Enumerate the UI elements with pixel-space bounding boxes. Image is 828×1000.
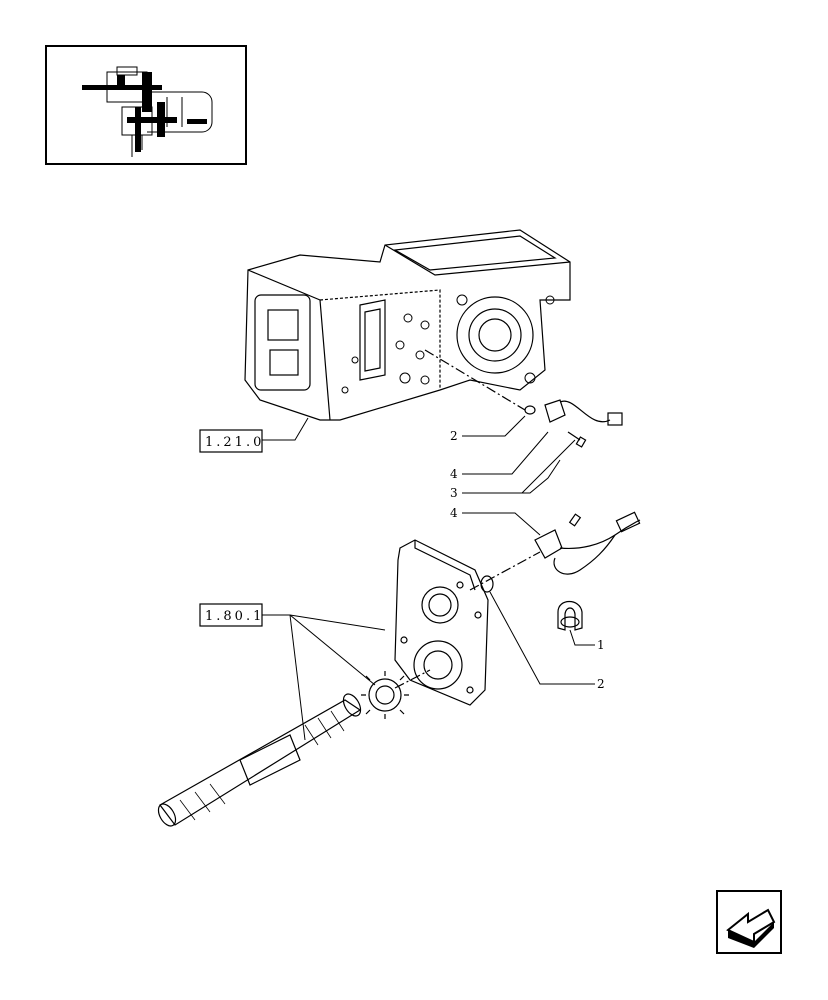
reference-label-1-21-0: 1.21.0 (205, 435, 264, 450)
callout-2-lower: 2 (597, 677, 605, 691)
back-arrow-icon (726, 908, 776, 948)
output-shaft (157, 693, 362, 827)
locator-thumbnail (45, 45, 247, 165)
locator-thumbnail-drawing (82, 66, 213, 157)
callout-3: 3 (450, 486, 458, 500)
leader-lines (262, 415, 595, 741)
transmission-housing (244, 229, 571, 421)
reference-label-1-80-1: 1.80.1 (205, 609, 264, 624)
speed-sensor-upper (424, 349, 623, 448)
reference-box-1-80-1[interactable]: 1.80.1 (199, 603, 264, 627)
callout-2-upper: 2 (450, 429, 458, 443)
callout-4-upper: 4 (450, 467, 458, 481)
sensor-gear (361, 669, 431, 719)
callout-4-lower: 4 (450, 506, 458, 520)
back-navigation-button[interactable] (716, 890, 782, 954)
cover-plate (394, 539, 489, 706)
speed-sensor-lower (469, 511, 641, 593)
reference-box-1-21-0[interactable]: 1.21.0 (199, 429, 264, 453)
callout-1: 1 (597, 638, 605, 652)
cable-clamp (557, 600, 583, 631)
